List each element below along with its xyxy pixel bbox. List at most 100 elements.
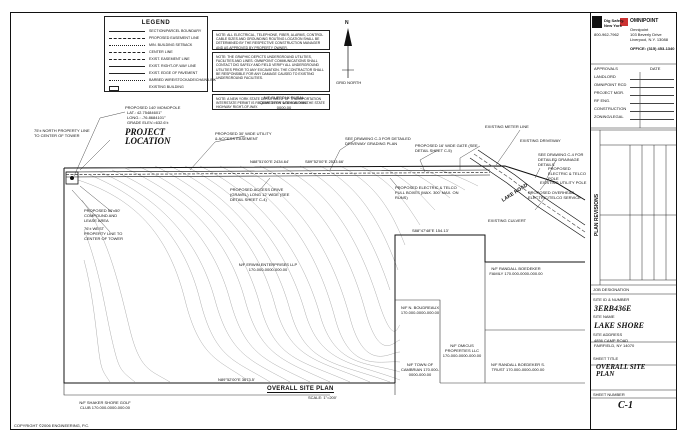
site-address-line1: 4856 CAMP ROAD xyxy=(594,338,629,343)
legend-item-label: EXIST. RIGHT-OF-WAY LINE xyxy=(149,64,197,68)
callout-long: LONG.: -76.8684101° xyxy=(127,115,166,120)
legend-item: EXIST. EDGE OF PAVEMENT xyxy=(109,71,205,77)
callout-lat: LAT.: 42.75484601° xyxy=(127,110,162,115)
bearing-bottom: N89°52'00"E 3673.5' xyxy=(218,377,255,382)
dig-safely-phone: 800-962-7962 xyxy=(594,32,619,37)
approval-signature-line xyxy=(630,103,674,104)
callout-drawing-c4: SEE DRAWING C-4 FOR DETAILED DRAINAGE DE… xyxy=(538,152,584,167)
parcel-north-label: N/F SUFFOLK RURAL CEMETERY 170.000-0000-… xyxy=(259,95,309,110)
site-id-number-label: SITE ID & NUMBER xyxy=(593,297,630,302)
approval-signature-line xyxy=(630,95,674,96)
bearing-top2: S89°52'00"E 2533.66' xyxy=(305,159,344,164)
note-utilities: NOTE: ALL ELECTRICAL, TELEPHONE, FIBER, … xyxy=(212,30,330,50)
site-name-value: LAKE SHORE xyxy=(594,321,645,330)
approval-row-label: ZONING/LEGAL xyxy=(594,114,624,119)
approvals-date-label: DATE xyxy=(650,66,661,71)
site-name-label: SITE NAME xyxy=(593,314,615,319)
legend-item: EXIST. RIGHT-OF-WAY LINE xyxy=(109,64,205,70)
parcel-randall-trust-label: N/F RANDALL BOEDEKER S. TRUST 170.000-00… xyxy=(490,362,546,372)
drawing-sheet-border xyxy=(10,12,677,430)
sheet-title-value: OVERALL SITE PLAN xyxy=(596,363,646,378)
approval-row-label: RF ENG. xyxy=(594,98,611,103)
callout-easement: PROPOSED 30' WIDE UTILITY & ACCESS EASEM… xyxy=(215,131,272,141)
dig-safely-logo xyxy=(592,16,602,28)
callout-pull-boxes: PROPOSED ELECTRIC & TELCO PULL BOXES (MA… xyxy=(395,185,459,200)
omnipoint-brand: OMNIPOINT xyxy=(630,18,659,24)
dig-safely-text: Dig Safely. New York xyxy=(604,18,625,28)
job-designation-label: JOB DESIGNATION xyxy=(593,287,630,292)
callout-drawing-c3: SEE DRAWING C-3 FOR DETAILED DRIVEWAY GR… xyxy=(345,136,411,146)
callout-west-line: 76'± WEST PROPERTY LINE TO CENTER OF TOW… xyxy=(84,226,123,241)
copyright-note: COPYRIGHT ©2006 ENGINEERING, P.C. xyxy=(14,423,90,428)
legend-line-symbol xyxy=(109,45,145,46)
titleblock-grid xyxy=(590,63,677,399)
approval-signature-line xyxy=(630,111,674,112)
omnipoint-logo-mark xyxy=(620,18,628,26)
north-arrow-letter: N xyxy=(345,20,349,26)
legend-line-symbol xyxy=(109,66,145,67)
legend-line-symbol xyxy=(109,80,145,81)
callout-gate: PROPOSED 16' WIDE GATE (SEE DETAIL SHEET… xyxy=(415,143,478,153)
omnipoint-address2: Liverpool, N.Y. 13088 xyxy=(630,37,668,42)
callout-compound: PROPOSED 50'x50' COMPOUND AND LEASE AREA xyxy=(84,208,121,223)
callout-electric-pole: PROPOSED ELECTRIC & TELCO POLE xyxy=(548,166,586,181)
omnipoint-office-phone: OFFICE: (315) 453-1340 xyxy=(630,46,675,51)
parcel-se-label: N/F RANDALL BOEDEKER FAMILY 170.000-0000… xyxy=(489,266,543,276)
legend-item-label: MIN. BUILDING SETBACK xyxy=(149,43,193,47)
parcel-town-label: N/F TOWN OF CAMBRIAN 170.000-0000-000.00 xyxy=(400,362,439,377)
note-dot-permit: NOTE: A NEW YORK STATE DEPARTMENT OF TRA… xyxy=(212,94,330,110)
sheet-number-value: C-1 xyxy=(618,400,633,411)
project-location-label: PROJECT LOCATION xyxy=(125,127,171,146)
approval-row-label: CONSTRUCTION xyxy=(594,106,627,111)
tower-compound xyxy=(65,171,79,185)
legend-line-symbol xyxy=(109,59,145,60)
drawing-title: OVERALL SITE PLAN xyxy=(267,386,334,393)
legend-line-symbol xyxy=(109,52,145,53)
scale-note: SCALE: 1"=200' xyxy=(308,395,337,400)
legend-item: BARBED WIRE/STOCKADE/CHAIN LINK xyxy=(109,78,216,84)
sheet-title-label: SHEET TITLE xyxy=(593,356,619,361)
legend-line-symbol xyxy=(109,38,145,39)
callout-existing-driveway: EXISTING DRIVEWAY xyxy=(520,138,561,143)
sheet-number-label: SHEET NUMBER xyxy=(593,392,625,397)
parcel-main-label: N/F ERWIN ENTERPRISES LLP 170-000-0000-0… xyxy=(238,262,298,272)
legend-item-label: EXISTING BUILDING xyxy=(149,85,184,89)
approval-row-label: LANDLORD xyxy=(594,74,616,79)
approval-row-label: PROJECT MGR. xyxy=(594,90,625,95)
site-address-line2: FAIRFIELD, NY 14070 xyxy=(594,343,635,348)
plan-revisions-label: PLAN REVISIONS xyxy=(594,193,601,237)
legend-item-label: EXIST. EASEMENT LINE xyxy=(149,57,190,61)
legend-title: LEGEND xyxy=(141,20,171,26)
legend-item-label: CENTER LINE xyxy=(149,50,173,54)
lake-road xyxy=(469,149,586,239)
approval-row-label: OMNIPOINT RCD xyxy=(594,82,627,87)
legend-item-label: EXIST. EDGE OF PAVEMENT xyxy=(149,71,198,75)
approval-signature-line xyxy=(630,79,674,80)
callout-access-drive: PROPOSED ACCESS DRIVE (GRAVEL) LONG 12' … xyxy=(230,187,290,202)
callout-leaders xyxy=(71,111,557,233)
titleblock-divider xyxy=(590,12,591,430)
legend-item: EXISTING BUILDING xyxy=(109,85,205,91)
north-arrow-graphic xyxy=(342,28,354,78)
bearing-top: N88°51'00"E 2434.64' xyxy=(250,159,290,164)
legend-line-symbol xyxy=(109,73,145,74)
adjacent-parcels xyxy=(63,262,585,396)
access-easement xyxy=(65,169,491,178)
note-underground: NOTE: THE GRAPHIC DEPICTS UNDERGROUND UT… xyxy=(212,52,330,92)
callout-existing-pole: EXISTING UTILITY POLE xyxy=(540,180,587,185)
legend-item-label: SECTION/PARCEL BOUNDARY xyxy=(149,29,202,33)
legend-item: SECTION/PARCEL BOUNDARY xyxy=(109,29,205,35)
callout-culvert: EXISTING CULVERT xyxy=(488,218,527,223)
callout-overhead: PROPOSED OVERHEAD ELECTRIC/TELCO SERVICE xyxy=(528,190,581,200)
parcel-boudreaux-label: N/F N. BOUDREAUX 170.000-0000-000.00 xyxy=(400,305,440,315)
legend-item: MIN. BUILDING SETBACK xyxy=(109,43,205,49)
site-address-label: SITE ADDRESS xyxy=(593,332,623,337)
legend-item-label: BARBED WIRE/STOCKADE/CHAIN LINK xyxy=(149,78,217,82)
omnipoint-address1: 103 Beverly Drive xyxy=(630,32,662,37)
legend-item: EXIST. EASEMENT LINE xyxy=(109,57,205,63)
parcel-bottom-label: N/F SHAKER SHORE GOLF CLUB 170.000-0000-… xyxy=(79,400,131,410)
topographic-contours xyxy=(77,165,479,383)
approval-signature-line xyxy=(630,87,674,88)
